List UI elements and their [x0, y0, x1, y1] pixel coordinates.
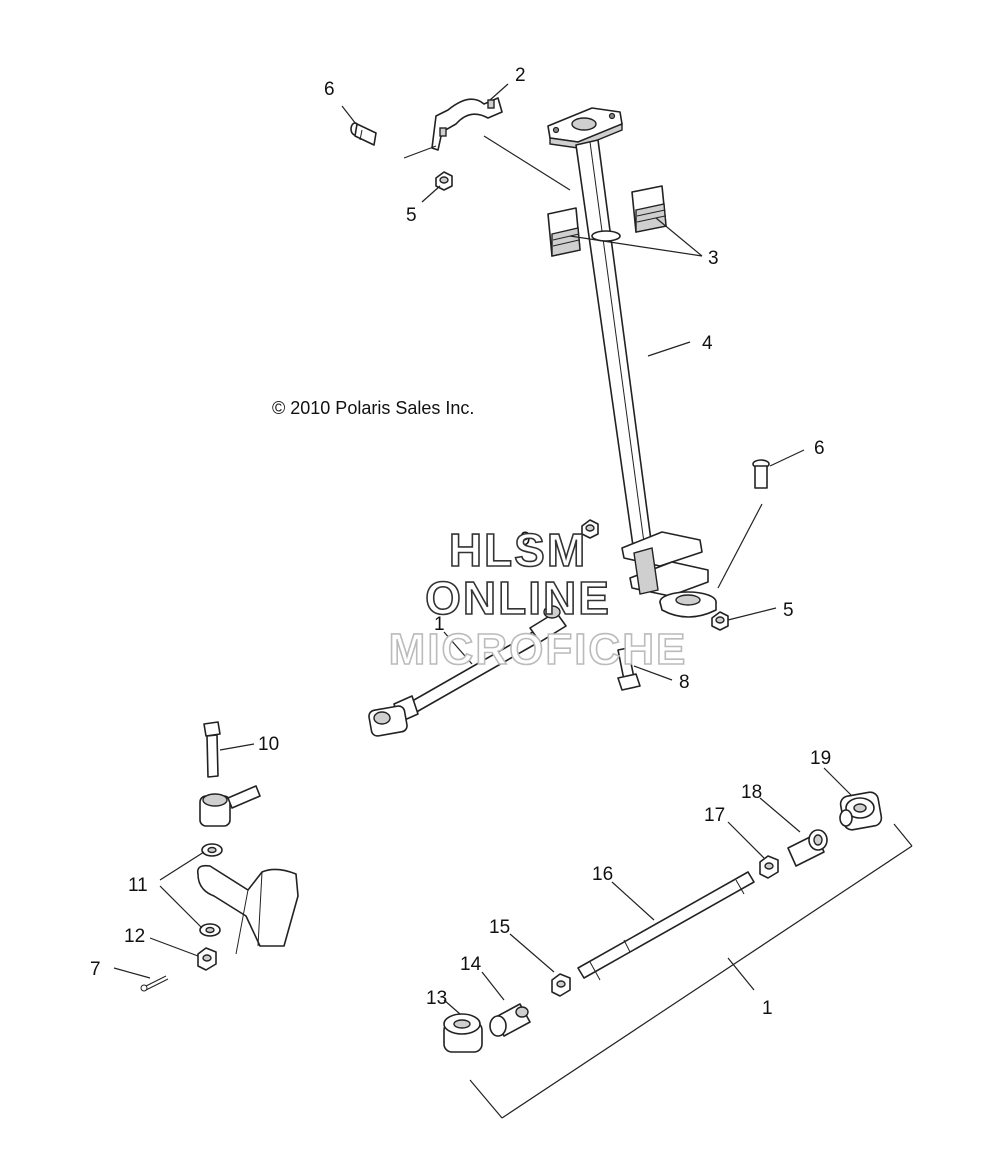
flange-bolt-top	[350, 122, 377, 146]
rod-end-19	[839, 791, 883, 831]
u-clamp-bracket	[431, 97, 503, 151]
callout-18: 18	[741, 782, 762, 803]
callout-8: 8	[679, 672, 690, 693]
callout-13: 13	[426, 988, 447, 1009]
watermark-line-3: MICROFICHE	[389, 625, 688, 674]
nut-9	[581, 519, 599, 539]
callout-10: 10	[258, 734, 279, 755]
spindle-knuckle	[196, 864, 299, 955]
callout-6-right: 6	[814, 438, 825, 459]
jam-nut-15	[551, 973, 571, 997]
washer-upper	[201, 843, 223, 857]
castle-nut-12	[197, 947, 217, 971]
lock-nut-top	[435, 171, 453, 191]
callout-17: 17	[704, 805, 725, 826]
jam-nut-17	[759, 855, 779, 879]
watermark: HLSM ONLINE MICROFICHE	[388, 523, 688, 675]
callout-14: 14	[460, 954, 482, 975]
callout-2: 2	[515, 65, 526, 86]
bolt-8	[617, 647, 641, 691]
watermark-line-1: HLSM	[449, 524, 587, 576]
callout-7: 7	[90, 959, 101, 980]
callout-5-right: 5	[783, 600, 794, 621]
washer-lower	[199, 923, 221, 937]
cotter-pin-7	[140, 975, 169, 992]
callout-6-top: 6	[324, 79, 335, 100]
callout-9: 9	[520, 529, 531, 550]
callout-5-top: 5	[406, 205, 417, 226]
callout-4: 4	[702, 333, 713, 354]
copyright-notice: © 2010 Polaris Sales Inc.	[272, 398, 474, 418]
bushing-right	[631, 185, 667, 233]
steering-post	[547, 107, 717, 618]
tie-rod-assembly-installed	[368, 605, 567, 737]
tie-rod-end-installed	[199, 785, 261, 827]
ball-joint-14	[489, 1003, 531, 1037]
callout-1-upper: 1	[434, 614, 445, 635]
callout-19: 19	[810, 748, 831, 769]
lock-nut-lower	[711, 611, 729, 631]
callout-11: 11	[128, 875, 148, 896]
bushing-left	[547, 207, 581, 257]
watermark-line-2: ONLINE	[425, 572, 611, 624]
callout-12: 12	[124, 926, 145, 947]
tie-rod-16	[577, 871, 755, 981]
callout-labels: 6 2 5 3 4 6 5 8 9 1 10 11 12 7 13 14 15 …	[90, 65, 831, 1019]
flange-bolt-lower	[752, 459, 770, 489]
bolt-10	[203, 721, 221, 778]
rod-end-13	[443, 1013, 483, 1053]
ball-joint-18	[787, 829, 828, 867]
callout-1-lower: 1	[762, 998, 773, 1019]
callout-3: 3	[708, 248, 719, 269]
callout-15: 15	[489, 917, 510, 938]
leader-lines	[113, 83, 913, 1119]
callout-16: 16	[592, 864, 613, 885]
